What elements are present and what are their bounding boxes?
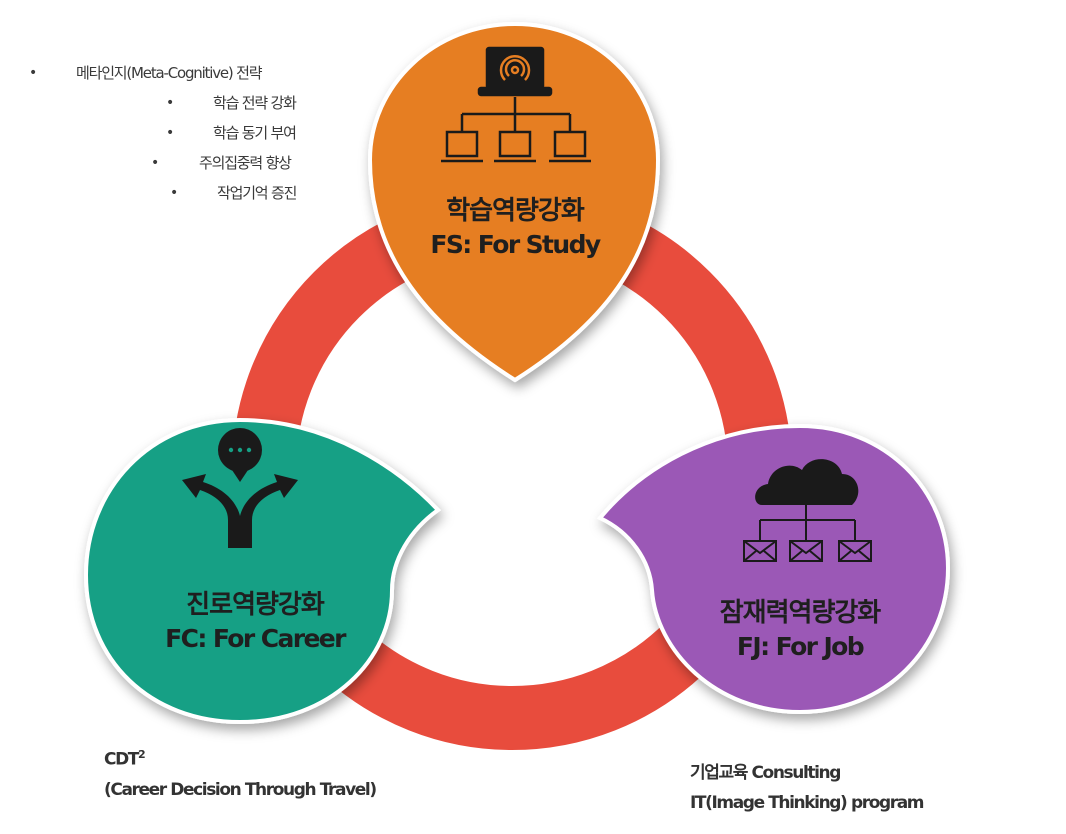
- career-title: 진로역량강화: [186, 590, 325, 620]
- study-tip: 학습 전략 강화: [213, 94, 297, 112]
- petal-job: [596, 423, 951, 715]
- list-item: • 작업기억 증진: [0, 178, 360, 208]
- study-subtitle: FS: For Study: [430, 230, 601, 259]
- career-note-line2: (Career Decision Through Travel): [104, 779, 377, 800]
- cloud-mail-network-icon: [743, 459, 872, 562]
- job-note-line1: 기업교육 Consulting: [690, 763, 841, 783]
- study-petal-title: 학습역량강화 FS: For Study: [380, 194, 650, 262]
- list-item: • 학습 동기 부여: [0, 118, 360, 148]
- career-subtitle: FC: For Career: [165, 624, 346, 653]
- bullet-icon: •: [166, 95, 174, 111]
- career-note: CDT2 (Career Decision Through Travel): [104, 740, 377, 805]
- cdt-label: CDT: [104, 749, 139, 770]
- study-tip: 주의집중력 향상: [199, 154, 292, 172]
- job-title: 잠재력역량강화: [719, 598, 881, 628]
- petal-study: [367, 21, 661, 383]
- diverging-arrows-icon: [182, 428, 298, 548]
- career-petal-title: 진로역량강화 FC: For Career: [120, 588, 390, 656]
- study-tip: 메타인지(Meta-Cognitive) 전략: [76, 64, 263, 82]
- job-subtitle: FJ: For Job: [736, 632, 865, 661]
- petal-career: [83, 417, 442, 725]
- petal-career-shape: [83, 417, 442, 725]
- cdt-superscript: 2: [137, 748, 146, 761]
- career-note-line1: CDT2: [104, 740, 376, 775]
- bullet-icon: •: [29, 65, 37, 81]
- laptop-network-icon: [441, 46, 591, 163]
- study-title: 학습역량강화: [446, 196, 585, 226]
- job-note-line2: IT(Image Thinking) program: [690, 793, 925, 813]
- study-tip: 작업기억 증진: [217, 184, 297, 202]
- list-item: • 학습 전략 강화: [0, 88, 360, 118]
- bullet-icon: •: [170, 185, 178, 201]
- job-note: 기업교육 Consulting IT(Image Thinking) progr…: [690, 758, 925, 818]
- petal-job-shape: [596, 423, 951, 715]
- bullet-icon: •: [166, 125, 174, 141]
- list-item: • 메타인지(Meta-Cognitive) 전략: [0, 58, 360, 88]
- job-petal-title: 잠재력역량강화 FJ: For Job: [665, 596, 935, 664]
- bullet-icon: •: [151, 155, 159, 171]
- petal-study-shape: [367, 21, 661, 383]
- list-item: • 주의집중력 향상: [0, 148, 360, 178]
- study-tip: 학습 동기 부여: [213, 124, 297, 142]
- study-tips-list: • 메타인지(Meta-Cognitive) 전략 • 학습 전략 강화 • 학습 동…: [0, 58, 360, 208]
